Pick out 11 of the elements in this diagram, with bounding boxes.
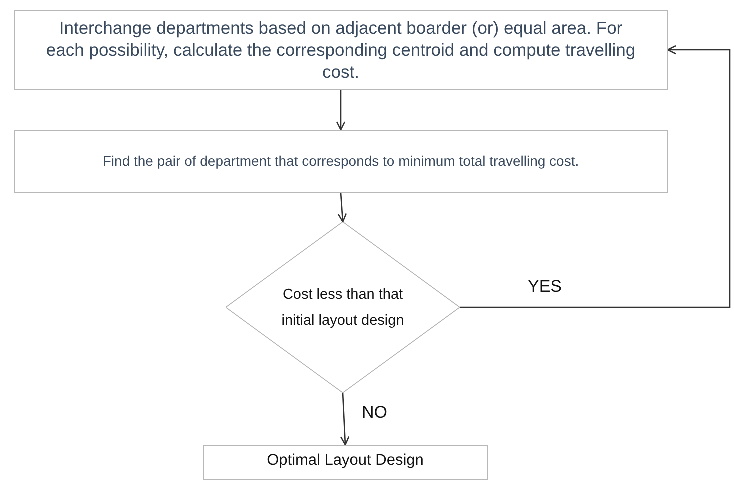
node-text: Find the pair of department that corresponds to minimum total travelling cost. xyxy=(102,152,580,171)
node-text: Interchange departments based on adjacent boarder (or) equal area. For each possibility, calculate the corresponding centroid and compute travelling cost. xyxy=(45,17,637,83)
process-box xyxy=(14,10,668,90)
process-box xyxy=(203,445,488,480)
node-text: Cost less than that initial layout design xyxy=(280,286,406,330)
arrow xyxy=(460,45,731,308)
node-text: Optimal Layout Design xyxy=(267,451,424,471)
arrow xyxy=(336,90,346,131)
arrow xyxy=(340,392,350,446)
process-box xyxy=(14,130,668,193)
arrow xyxy=(338,192,348,223)
